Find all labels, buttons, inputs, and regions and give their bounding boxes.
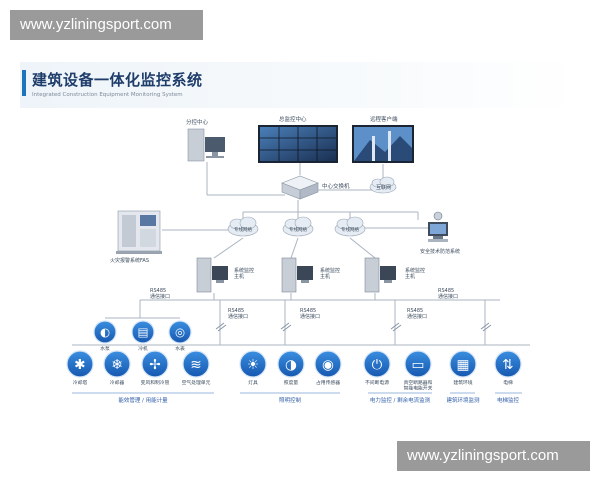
svg-text:⇅: ⇅ xyxy=(502,357,513,373)
private-network-cloud-icon xyxy=(282,216,314,237)
sub-control-center xyxy=(187,128,225,162)
watermark-bottom: www.yzliningsport.com xyxy=(397,441,590,471)
remote-client xyxy=(352,125,414,163)
private-net-3-label: 专线网络 xyxy=(341,226,359,233)
central-switch-label: 中心交换机 xyxy=(322,182,350,190)
ups-icon: ⏻ xyxy=(363,350,391,378)
sub-control-label: 分控中心 xyxy=(186,118,209,126)
svg-text:▤: ▤ xyxy=(138,325,149,339)
fire-alarm-label: 火灾报警系统FAS xyxy=(110,257,149,264)
private-net-1-label: 专线网络 xyxy=(234,226,252,233)
svg-text:❄: ❄ xyxy=(111,357,122,373)
page-subtitle: Integrated Construction Equipment Monito… xyxy=(32,92,183,98)
device-label: 水表 xyxy=(175,345,185,352)
chiller-icon: ▤ xyxy=(131,320,155,344)
air-handler-icon: ≋ xyxy=(182,350,210,378)
security-label: 安全技术防范系统 xyxy=(420,248,460,255)
host-2-label: 系统监控主机 xyxy=(320,267,340,280)
private-net-2-label: 专线网络 xyxy=(289,226,307,233)
page-title: 建筑设备一体化监控系统 xyxy=(32,71,203,89)
svg-text:▦: ▦ xyxy=(457,357,470,373)
cooling-tower-icon: ✱ xyxy=(66,350,94,378)
device-label: 建筑环境 xyxy=(453,379,472,386)
host-1-label: 系统监控主机 xyxy=(234,267,254,280)
host-pc-2 xyxy=(281,257,313,293)
water-pump-icon: ◐ xyxy=(93,320,117,344)
fire-alarm-cabinet xyxy=(116,210,162,254)
device-icons: ◐ 水泵 ▤ 冷机 ◎ 水表 ✱ 冷却塔 ❄ 冷却器 ✢ 变风和制冷管 ≋ 空气处理单元 ☀ 灯具 ◑ 照度量 ◉ 占… xyxy=(66,320,522,392)
private-network-cloud-icon xyxy=(227,216,259,237)
cooler-icon: ❄ xyxy=(103,350,131,378)
device-label: 占用传感器 xyxy=(316,379,340,386)
device-label: 空气处理单元 xyxy=(182,379,211,386)
group-label: 照明控制 xyxy=(279,396,302,404)
host-3-label: 系统监控主机 xyxy=(405,267,425,280)
group-label: 电梯监控 xyxy=(497,396,520,404)
connection-lines xyxy=(72,162,530,346)
device-label: 照度量 xyxy=(284,379,299,386)
illuminance-icon: ◑ xyxy=(277,350,305,378)
environment-icon: ▦ xyxy=(449,350,477,378)
water-meter-icon: ◎ xyxy=(168,320,192,344)
device-label: 冷却器 xyxy=(110,379,125,386)
group-label: 能效管理 / 用能计量 xyxy=(118,396,168,404)
internet-label: 互联网 xyxy=(376,184,391,191)
device-label: 变风和制冷管 xyxy=(141,379,170,386)
svg-text:☀: ☀ xyxy=(247,357,259,373)
device-label: 真空断路器和智能电能开关 xyxy=(404,379,433,392)
main-control-label: 总监控中心 xyxy=(279,115,307,123)
svg-text:✢: ✢ xyxy=(149,357,160,373)
title-accent-bar xyxy=(22,70,26,96)
svg-text:⏻: ⏻ xyxy=(372,357,383,373)
svg-text:◎: ◎ xyxy=(175,325,185,339)
group-labels: 能效管理 / 用能计量 照明控制 电力监控 / 剩余电流监测 建筑环境监测 电梯监控 xyxy=(72,392,522,404)
occupancy-sensor-icon: ◉ xyxy=(314,350,342,378)
internet-cloud-icon xyxy=(369,176,397,194)
svg-text:◐: ◐ xyxy=(100,325,110,339)
breaker-icon: ▭ xyxy=(404,350,432,378)
remote-client-label: 远程客户端 xyxy=(370,115,398,123)
lamp-icon: ☀ xyxy=(239,350,267,378)
central-switch-device xyxy=(281,175,319,200)
host-pc-3 xyxy=(364,257,396,293)
fan-icon: ✢ xyxy=(141,350,169,378)
elevator-icon: ⇅ xyxy=(494,350,522,378)
device-label: 电梯 xyxy=(503,379,513,386)
svg-text:≋: ≋ xyxy=(190,357,201,373)
device-label: 冷却塔 xyxy=(73,379,88,386)
title-banner xyxy=(20,62,580,108)
watermark-top: www.yzliningsport.com xyxy=(10,10,203,40)
device-label: 灯具 xyxy=(248,379,258,386)
group-label: 建筑环境监测 xyxy=(446,396,480,404)
device-label: 不间断电源 xyxy=(365,379,389,386)
svg-text:▭: ▭ xyxy=(412,357,425,373)
svg-text:◑: ◑ xyxy=(285,357,297,373)
group-label: 电力监控 / 剩余电流监测 xyxy=(370,396,431,404)
svg-text:◉: ◉ xyxy=(322,357,334,373)
bus-break-marks xyxy=(215,322,492,332)
security-system-icon xyxy=(428,211,448,242)
main-monitoring-center xyxy=(258,125,338,163)
device-label: 冷机 xyxy=(138,345,148,352)
svg-text:✱: ✱ xyxy=(74,357,85,373)
host-pc-1 xyxy=(196,257,228,293)
private-network-cloud-icon xyxy=(334,216,366,237)
device-label: 水泵 xyxy=(100,345,110,352)
